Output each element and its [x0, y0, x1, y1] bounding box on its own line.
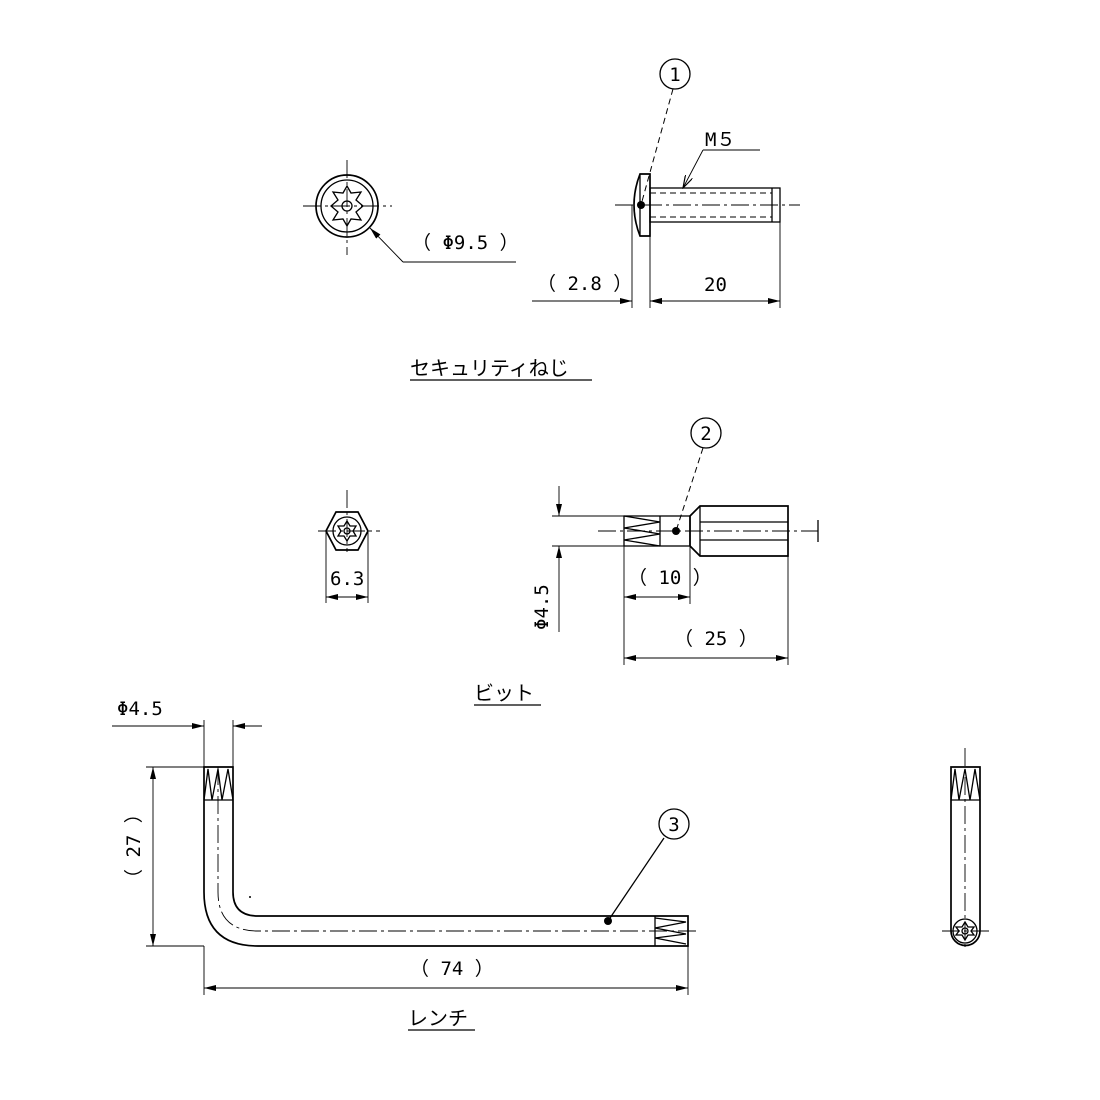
screw-title: セキュリティねじ — [410, 356, 569, 380]
balloon-2: 2 — [690, 417, 722, 449]
bit-title: ビット — [474, 681, 534, 705]
screw-end-view — [303, 160, 392, 255]
wrench-front-view — [112, 720, 700, 995]
balloon-1-number: 1 — [669, 64, 680, 86]
wrench-side-view — [942, 748, 990, 950]
balloon-1: 1 — [659, 58, 691, 90]
screw-side-view — [532, 88, 800, 308]
bit-total-length-label: （ 25 ） — [674, 628, 758, 650]
bit-tip-diameter-label: Φ4.5 — [531, 584, 553, 630]
bit-side-view — [552, 447, 819, 665]
wrench-diameter-label: Φ4.5 — [117, 698, 163, 720]
screw-length-label: 20 — [704, 274, 727, 296]
wrench-length-label: （ 74 ） — [410, 958, 494, 980]
bit-hex-label: 6.3 — [330, 568, 364, 590]
screw-head-diameter-leader — [369, 227, 516, 263]
screw-head-thickness-label: （ 2.8 ） — [537, 273, 632, 295]
balloon-3: 3 — [658, 808, 690, 840]
bit-end-view — [318, 490, 380, 603]
bit-tip-length-label: （ 10 ） — [628, 567, 712, 589]
balloon-2-number: 2 — [700, 423, 711, 445]
wrench-title: レンチ — [408, 1006, 468, 1030]
balloon-3-number: 3 — [668, 814, 679, 836]
wrench-height-label: （ 27 ） — [123, 804, 145, 888]
screw-head-diameter-label: （ Φ9.5 ） — [412, 232, 519, 254]
screw-thread-label: M５ — [705, 129, 735, 151]
